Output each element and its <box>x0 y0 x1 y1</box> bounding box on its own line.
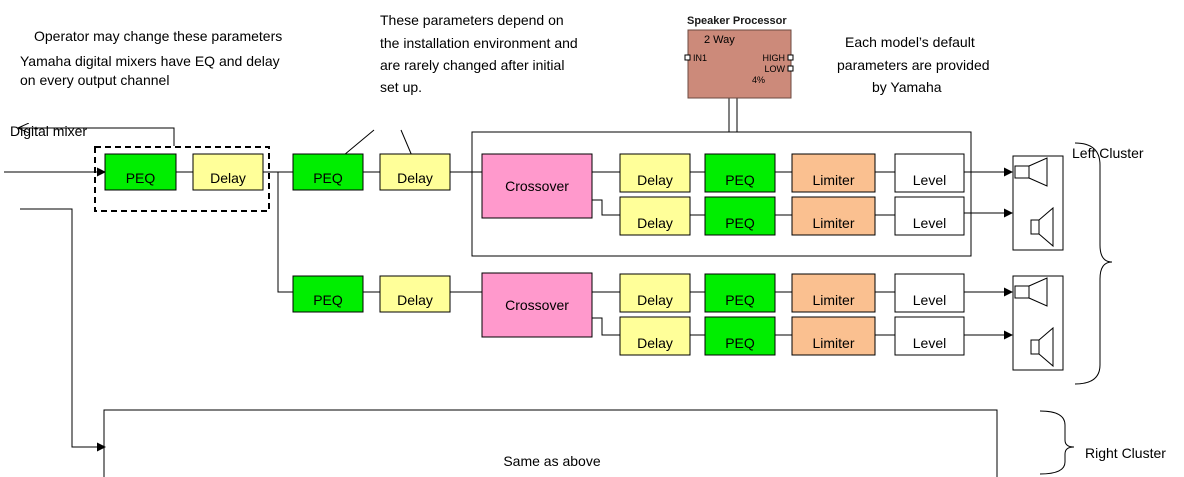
crossover-block-2: Crossover <box>481 272 593 338</box>
mixer-peq-block-label: PEQ <box>126 170 156 186</box>
level-block-2a-label: Level <box>913 292 946 308</box>
speaker-processor-input: IN1 <box>693 53 707 63</box>
speaker-processor-component: Speaker Processor 2 Way IN1 HIGH LOW 4% <box>684 15 794 99</box>
peq-block-row1-label: PEQ <box>313 170 343 186</box>
level-block-2b-label: Level <box>913 335 946 351</box>
crossover-block-1-label: Crossover <box>505 178 569 194</box>
right-cluster-box <box>103 409 998 477</box>
limiter-block-2a: Limiter <box>791 273 876 313</box>
speaker-processor-title: Speaker Processor <box>687 15 787 27</box>
tweeter-horn-icon <box>1014 277 1048 307</box>
install-note-line3: are rarely changed after initial <box>380 57 565 73</box>
yamaha-note-line1: Yamaha digital mixers have EQ and delay <box>20 53 280 69</box>
mixer-output-channel-group <box>94 146 270 212</box>
woofer-icon <box>1030 206 1054 248</box>
peq-block-1a: PEQ <box>704 153 776 193</box>
level-block-1b-label: Level <box>913 215 946 231</box>
speaker-processor-low: LOW <box>764 64 785 74</box>
speaker-cabinet-1 <box>1012 155 1064 251</box>
woofer-icon <box>1030 326 1054 368</box>
delay-block-row2: Delay <box>379 275 451 313</box>
peq-block-2a: PEQ <box>704 273 776 313</box>
defaults-note-line2: parameters are provided <box>837 57 990 73</box>
speaker-cabinet-2 <box>1012 275 1064 371</box>
level-block-2a: Level <box>894 273 965 313</box>
defaults-note-line1: Each model’s default <box>845 34 975 50</box>
peq-block-2a-label: PEQ <box>725 292 755 308</box>
speaker-processor-group <box>471 131 972 257</box>
peq-block-1b: PEQ <box>704 196 776 236</box>
delay-block-row1: Delay <box>379 153 451 191</box>
peq-block-row1: PEQ <box>292 153 364 191</box>
yamaha-note-line2: on every output channel <box>20 72 170 88</box>
delay-block-2b: Delay <box>619 316 691 356</box>
level-block-2b: Level <box>894 316 965 356</box>
peq-block-2b: PEQ <box>704 316 776 356</box>
delay-block-2b-label: Delay <box>637 335 673 351</box>
delay-block-1a-label: Delay <box>637 172 673 188</box>
delay-block-2a: Delay <box>619 273 691 313</box>
same-as-above-label: Same as above <box>503 453 600 469</box>
operator-note: Operator may change these parameters <box>34 28 283 44</box>
delay-block-1a: Delay <box>619 153 691 193</box>
peq-block-row2-label: PEQ <box>313 292 343 308</box>
peq-block-2b-label: PEQ <box>725 335 755 351</box>
delay-block-1b: Delay <box>619 196 691 236</box>
limiter-block-2a-label: Limiter <box>812 292 854 308</box>
level-block-1b: Level <box>894 196 965 236</box>
limiter-block-2b-label: Limiter <box>812 335 854 351</box>
mixer-peq-block: PEQ <box>104 153 177 191</box>
speaker-processor-percent: 4% <box>752 75 765 85</box>
mixer-delay-block: Delay <box>192 153 264 191</box>
crossover-block-1: Crossover <box>481 153 593 219</box>
peq-block-row2: PEQ <box>292 275 364 313</box>
limiter-block-1b-label: Limiter <box>812 215 854 231</box>
peq-block-1b-label: PEQ <box>725 215 755 231</box>
delay-block-row2-label: Delay <box>397 292 433 308</box>
limiter-block-1b: Limiter <box>791 196 876 236</box>
peq-block-1a-label: PEQ <box>725 172 755 188</box>
install-note-line2: the installation environment and <box>380 35 578 51</box>
defaults-note-line3: by Yamaha <box>872 79 942 95</box>
delay-block-row1-label: Delay <box>397 170 433 186</box>
tweeter-horn-icon <box>1014 157 1048 187</box>
delay-block-1b-label: Delay <box>637 215 673 231</box>
loudspeakers <box>1012 155 1064 371</box>
delay-block-2a-label: Delay <box>637 292 673 308</box>
speaker-processor-high: HIGH <box>763 53 786 63</box>
level-block-1a-label: Level <box>913 172 946 188</box>
limiter-block-2b: Limiter <box>791 316 876 356</box>
limiter-block-1a: Limiter <box>791 153 876 193</box>
digital-mixer-label: Digital mixer <box>10 123 87 139</box>
install-note-line4: set up. <box>380 79 423 95</box>
limiter-block-1a-label: Limiter <box>812 172 854 188</box>
crossover-block-2-label: Crossover <box>505 297 569 313</box>
mixer-delay-block-label: Delay <box>210 170 246 186</box>
connection-lines <box>4 98 1013 452</box>
right-cluster-brace <box>1039 410 1075 475</box>
install-note-line1: These parameters depend on <box>380 12 564 28</box>
left-cluster-brace <box>1074 142 1113 385</box>
right-cluster-label: Right Cluster <box>1085 445 1166 461</box>
level-block-1a: Level <box>894 153 965 193</box>
left-cluster-label: Left Cluster <box>1072 145 1144 161</box>
speaker-processor-mode: 2 Way <box>704 34 735 46</box>
